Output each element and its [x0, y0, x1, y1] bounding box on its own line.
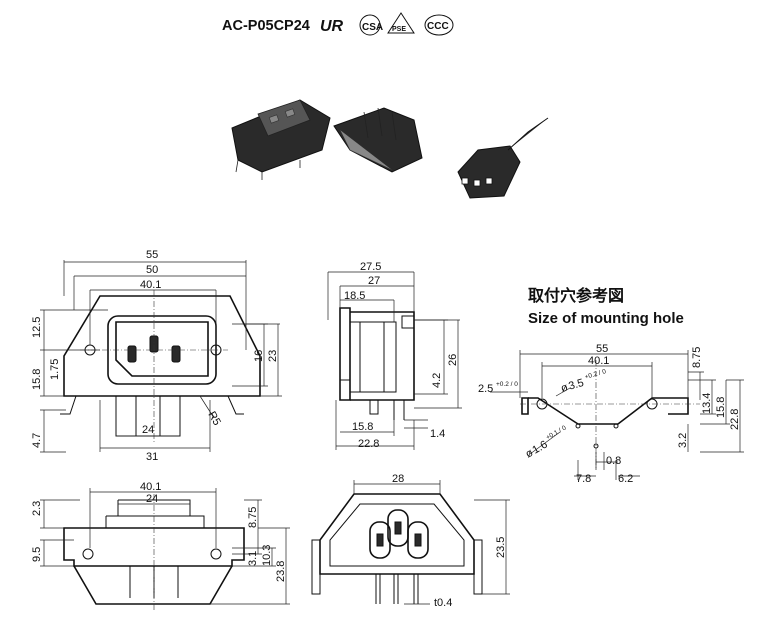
tol-hole-2-5: +0.2 / 0 — [496, 381, 518, 388]
side-view-drawing — [327, 271, 462, 450]
dim-front-55: 55 — [146, 249, 158, 261]
dim-rear-t0-4: t0.4 — [434, 597, 452, 609]
dim-hole-2-5: 2.5 — [478, 383, 493, 395]
dim-hole-55: 55 — [596, 343, 608, 355]
dim-front-4-7: 4.7 — [31, 433, 43, 448]
dim-bottom-23-8: 23.8 — [275, 561, 287, 582]
svg-text:PSE: PSE — [392, 26, 406, 33]
dim-side-27: 27 — [368, 275, 380, 287]
phi-hole-3-5: ø — [560, 381, 570, 394]
dim-rear-23-5: 23.5 — [495, 537, 507, 558]
ccc-mark: CCC — [424, 14, 454, 36]
tol-hole-1-6: +0.1 / 0 — [545, 424, 568, 441]
pse-mark: PSE — [387, 12, 415, 34]
dim-bottom-40-1: 40.1 — [140, 481, 161, 493]
mounting-hole-title-jp: 取付穴参考図 — [528, 286, 624, 305]
dim-front-24: 24 — [142, 424, 154, 436]
front-view-drawing — [40, 260, 282, 453]
mounting-hole-drawing — [490, 350, 744, 480]
svg-text:CCC: CCC — [427, 21, 449, 32]
dim-side-18-5: 18.5 — [344, 290, 365, 302]
dim-hole-3-2: 3.2 — [677, 433, 689, 448]
dim-side-27-5: 27.5 — [360, 261, 381, 273]
product-photo-inlet-front — [231, 99, 331, 180]
dim-bottom-3-1: 3.1 — [247, 551, 259, 566]
dim-hole-0-8: 0.8 — [606, 455, 621, 467]
dim-bottom-9-5: 9.5 — [31, 547, 43, 562]
dim-front-31: 31 — [146, 451, 158, 463]
dim-hole-22-8: 22.8 — [729, 409, 741, 430]
svg-text:CSA: CSA — [362, 22, 383, 33]
dim-bottom-24: 24 — [146, 493, 158, 505]
product-photo-plug-cord — [457, 117, 549, 199]
dim-hole-7-8: 7.8 — [576, 473, 591, 485]
dim-hole-8-75: 8.75 — [691, 347, 703, 368]
dim-side-15-8: 15.8 — [352, 421, 373, 433]
svg-text:UR: UR — [320, 18, 344, 35]
dim-hole-3-5: 3.5 — [567, 377, 585, 393]
dim-front-12-5: 12.5 — [31, 317, 43, 338]
model-number: AC-P05CP24 — [222, 18, 310, 34]
dim-bottom-10-3: 10.3 — [261, 545, 273, 566]
dim-rear-28: 28 — [392, 473, 404, 485]
mounting-hole-title-en: Size of mounting hole — [528, 310, 684, 327]
dim-side-22-8: 22.8 — [358, 438, 379, 450]
tol-hole-3-5: +0.2 / 0 — [584, 368, 607, 381]
dim-bottom-8-75: 8.75 — [247, 507, 259, 528]
dim-hole-6-2: 6.2 — [618, 473, 633, 485]
dim-side-4-2: 4.2 — [431, 373, 443, 388]
product-photo-inlet-side — [333, 107, 423, 173]
dim-front-16: 16 — [253, 350, 265, 362]
bottom-view-drawing — [40, 488, 290, 610]
dim-front-15-8: 15.8 — [31, 369, 43, 390]
dim-hole-15-8: 15.8 — [715, 397, 727, 418]
dim-front-1-75: 1.75 — [49, 359, 61, 380]
ur-recognized-mark: UR — [320, 18, 344, 35]
dim-side-26: 26 — [447, 354, 459, 366]
dim-side-1-4: 1.4 — [430, 428, 445, 440]
dim-front-40-1: 40.1 — [140, 279, 161, 291]
csa-mark: CSA — [359, 14, 383, 36]
rear-view-drawing — [311, 480, 510, 605]
dim-front-r5: R5 — [205, 410, 222, 428]
dim-bottom-2-3: 2.3 — [31, 501, 43, 516]
dim-front-23: 23 — [267, 350, 279, 362]
dim-front-50: 50 — [146, 264, 158, 276]
dim-hole-40-1: 40.1 — [588, 355, 609, 367]
dim-hole-13-4: 13.4 — [701, 393, 713, 414]
